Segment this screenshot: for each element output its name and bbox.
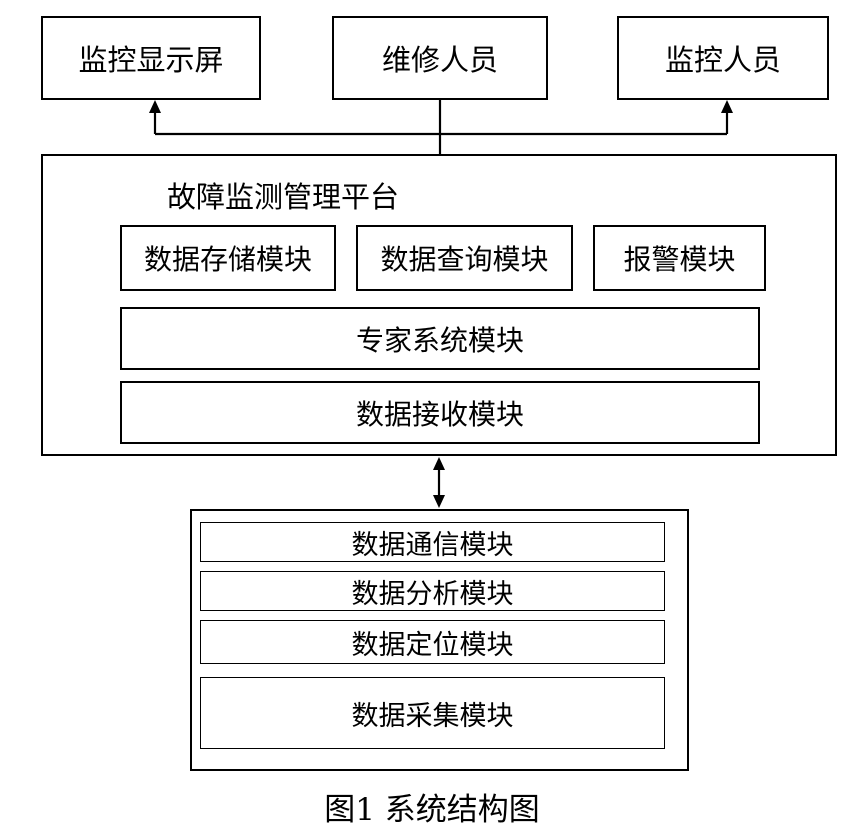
- data-receive-module: 数据接收模块: [120, 381, 760, 444]
- figure-caption: 图1 系统结构图: [324, 792, 540, 828]
- data-acquisition-label: 数据采集模块: [351, 700, 514, 732]
- monitoring-staff-label: 监控人员: [664, 43, 781, 77]
- data-analysis-module: 数据分析模块: [200, 571, 665, 611]
- platform-title: 故障监测管理平台: [167, 180, 400, 214]
- data-query-label: 数据查询模块: [380, 243, 549, 276]
- monitoring-staff-node: 监控人员: [617, 16, 829, 100]
- data-communication-label: 数据通信模块: [351, 529, 514, 561]
- platform-to-top-connector: [153, 100, 729, 154]
- expert-system-label: 专家系统模块: [355, 323, 524, 357]
- arrow-up-icon: [433, 457, 445, 470]
- data-communication-module: 数据通信模块: [200, 522, 665, 562]
- alarm-label: 报警模块: [623, 243, 736, 276]
- alarm-module: 报警模块: [593, 225, 766, 291]
- data-analysis-label: 数据分析模块: [351, 578, 514, 610]
- data-positioning-label: 数据定位模块: [351, 629, 514, 661]
- data-receive-label: 数据接收模块: [355, 397, 524, 431]
- data-acquisition-module: 数据采集模块: [200, 677, 665, 749]
- arrow-to-monitoring-staff-icon: [721, 100, 733, 113]
- maintenance-staff-node: 维修人员: [332, 16, 548, 100]
- data-storage-module: 数据存储模块: [120, 225, 336, 291]
- bidirectional-connector: [433, 457, 445, 508]
- fault-monitoring-platform: [41, 154, 837, 456]
- monitor-display-node: 监控显示屏: [41, 16, 261, 100]
- data-positioning-module: 数据定位模块: [200, 620, 665, 664]
- expert-system-module: 专家系统模块: [120, 307, 760, 370]
- data-query-module: 数据查询模块: [356, 225, 573, 291]
- maintenance-staff-label: 维修人员: [381, 43, 498, 77]
- arrow-to-monitor-display-icon: [149, 100, 161, 113]
- arrow-down-icon: [433, 495, 445, 508]
- data-storage-label: 数据存储模块: [143, 243, 312, 276]
- monitor-display-label: 监控显示屏: [78, 43, 224, 77]
- device-side-container: [190, 509, 689, 771]
